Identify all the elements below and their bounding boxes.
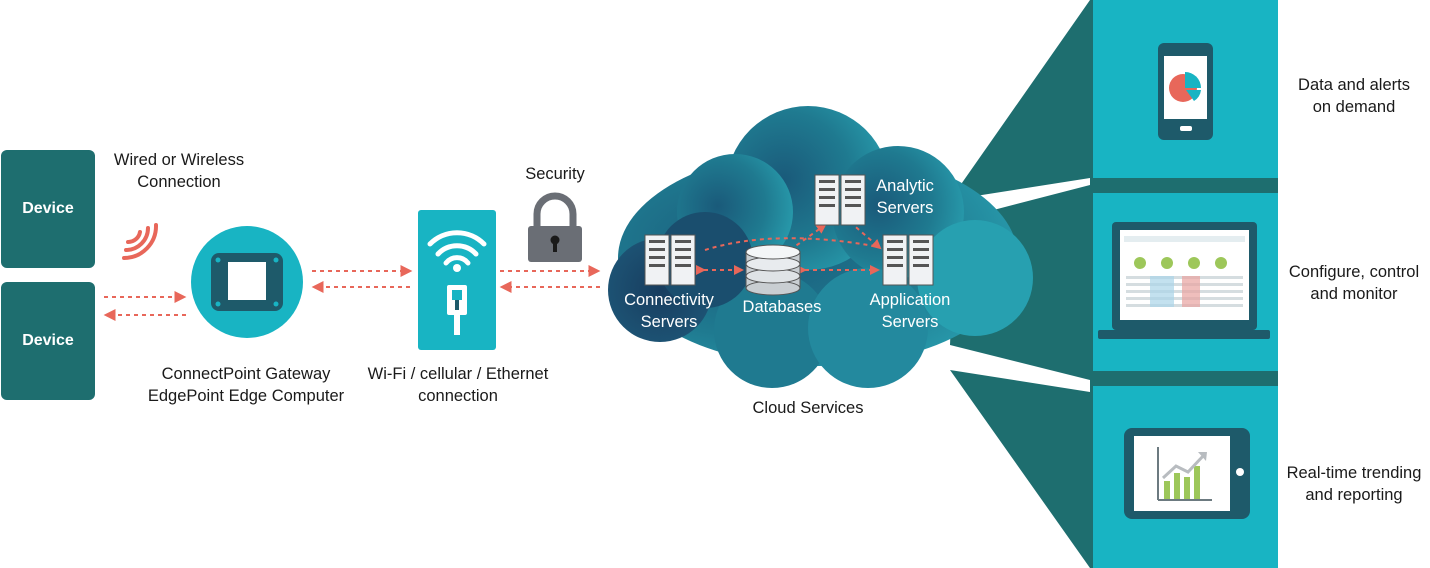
output-2-line-1: Configure, control xyxy=(1288,263,1420,281)
device-box-1: Device xyxy=(1,150,95,268)
wireless-signal-icon xyxy=(122,223,159,260)
cloud-shape xyxy=(608,106,1033,388)
output-1-line-2: on demand xyxy=(1312,97,1396,116)
connection-label-line-1: Wi-Fi / cellular / Ethernet xyxy=(367,365,549,383)
application-label-line-1: Application xyxy=(869,291,951,309)
output-label-3: Real-time trending and reporting xyxy=(1278,463,1430,506)
databases-label: Databases xyxy=(730,297,834,319)
cloud-links xyxy=(696,221,882,275)
device-gateway-arrows xyxy=(103,291,187,321)
gateway-label: ConnectPoint Gateway EdgePoint Edge Comp… xyxy=(128,364,364,407)
connection-label-line-2: connection xyxy=(418,386,498,405)
wireless-label-line-2: Connection xyxy=(137,172,221,191)
security-lock-icon xyxy=(528,192,582,262)
gateway-label-line-1: ConnectPoint Gateway xyxy=(161,365,331,383)
output-2-line-2: and monitor xyxy=(1310,284,1398,303)
connection-label: Wi-Fi / cellular / Ethernet connection xyxy=(352,364,564,407)
security-label: Security xyxy=(505,164,605,186)
connectivity-servers-icon xyxy=(644,234,696,286)
analytic-servers-label: Analytic Servers xyxy=(860,176,950,219)
application-servers-label: Application Servers xyxy=(856,290,964,333)
wireless-connection-label: Wired or Wireless Connection xyxy=(98,150,260,193)
connectivity-servers-label: Connectivity Servers xyxy=(610,290,728,333)
wireless-label-line-1: Wired or Wireless xyxy=(113,151,245,169)
application-servers-icon xyxy=(882,234,934,286)
databases-label-text: Databases xyxy=(742,298,822,316)
output-label-2: Configure, control and monitor xyxy=(1278,262,1430,305)
gateway-connection-arrows xyxy=(311,265,413,293)
output-label-1: Data and alerts on demand xyxy=(1278,75,1430,118)
device-label-1: Device xyxy=(22,200,74,217)
laptop-dashboard-icon xyxy=(1098,222,1270,339)
cloud-services-label: Cloud Services xyxy=(728,398,888,420)
connectivity-label-line-2: Servers xyxy=(640,312,698,331)
device-box-2: Device xyxy=(1,282,95,400)
database-icon xyxy=(745,244,801,296)
connectivity-label-line-1: Connectivity xyxy=(624,291,714,309)
tablet-bar-chart-icon xyxy=(1124,428,1250,519)
connection-cloud-arrows xyxy=(499,265,601,293)
analytic-label-line-1: Analytic xyxy=(876,177,934,195)
security-label-text: Security xyxy=(525,165,585,183)
analytic-servers-icon xyxy=(814,174,866,226)
output-3-line-1: Real-time trending xyxy=(1286,464,1422,482)
device-label-2: Device xyxy=(22,332,74,349)
gateway-icon xyxy=(191,226,303,338)
smartphone-pie-chart-icon xyxy=(1158,43,1213,140)
connection-module-icon xyxy=(418,210,496,350)
output-3-line-2: and reporting xyxy=(1305,485,1403,504)
output-1-line-1: Data and alerts xyxy=(1298,76,1410,94)
gateway-label-line-2: EdgePoint Edge Computer xyxy=(147,386,345,405)
application-label-line-2: Servers xyxy=(881,312,939,331)
analytic-label-line-2: Servers xyxy=(876,198,934,217)
cloud-services-label-text: Cloud Services xyxy=(752,399,864,417)
